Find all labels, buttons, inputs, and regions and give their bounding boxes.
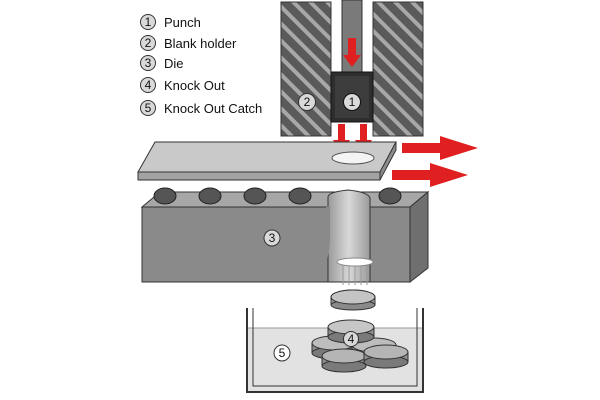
roller (288, 187, 312, 205)
sheet-side-edge (379, 141, 397, 181)
legend-badge (140, 100, 156, 116)
knock-out-catch: 4 5 (246, 308, 424, 393)
disc (363, 344, 409, 369)
knock-out-discs (311, 319, 409, 373)
knock-out-number: 4 (348, 332, 355, 346)
callout-blank-holder: 2 (298, 93, 316, 111)
blank-holder-number: 2 (304, 95, 311, 109)
legend-label: Die (164, 56, 184, 71)
legend: 1 Punch 2 Blank holder 3 Die 4 Knock Out… (140, 14, 262, 116)
sheet-punched-hole (331, 151, 375, 165)
falling-blank (330, 257, 376, 311)
legend-number: 4 (145, 78, 152, 92)
roller (153, 187, 177, 205)
legend-badge (140, 77, 156, 93)
rollers (153, 187, 402, 205)
roller (198, 187, 222, 205)
die-opening-cutaway (322, 206, 330, 282)
feed-arrow-lower (392, 163, 468, 187)
legend-item: 4 Knock Out (140, 77, 225, 93)
punch-badge (343, 93, 361, 111)
legend-item: 5 Knock Out Catch (140, 100, 262, 116)
punch-number: 1 (349, 95, 356, 109)
legend-number: 1 (145, 15, 152, 29)
legend-label: Punch (164, 15, 201, 30)
disc (321, 348, 367, 373)
blank-holder-right-block (372, 1, 424, 137)
sheet-front-edge (137, 171, 381, 181)
callout-knock-out: 4 (343, 331, 359, 347)
knock-out-badge (343, 331, 359, 347)
roller (243, 187, 267, 205)
legend-number: 3 (145, 56, 152, 70)
legend-badge (140, 14, 156, 30)
motion-arrows (333, 38, 478, 187)
roller (378, 187, 402, 205)
die: 3 (140, 189, 430, 284)
sheet-strip (137, 141, 397, 181)
catch-box-walls (246, 308, 424, 393)
legend-label: Knock Out (164, 78, 225, 93)
legend-item: 1 Punch (140, 14, 201, 30)
legend-item: 2 Blank holder (140, 35, 237, 51)
callout-punch: 1 (343, 93, 361, 111)
legend-badge (140, 55, 156, 71)
knock-out-catch-badge (273, 344, 291, 362)
legend-item: 3 Die (140, 55, 184, 71)
callout-knock-out-catch: 5 (273, 344, 291, 362)
knock-out-catch-number: 5 (279, 346, 286, 360)
die-side-face (409, 190, 429, 284)
feed-arrow-upper (402, 136, 478, 160)
legend-number: 2 (145, 36, 152, 50)
blank-holder (280, 1, 424, 137)
legend-label: Blank holder (164, 36, 237, 51)
legend-label: Knock Out Catch (164, 101, 262, 116)
legend-badge (140, 35, 156, 51)
die-badge (263, 229, 281, 247)
down-arrow-punch (343, 38, 361, 67)
blank-holder-left-block (280, 1, 332, 137)
die-number: 3 (269, 231, 276, 245)
blank-holder-badge (298, 93, 316, 111)
callout-die: 3 (263, 229, 281, 247)
legend-number: 5 (145, 101, 152, 115)
